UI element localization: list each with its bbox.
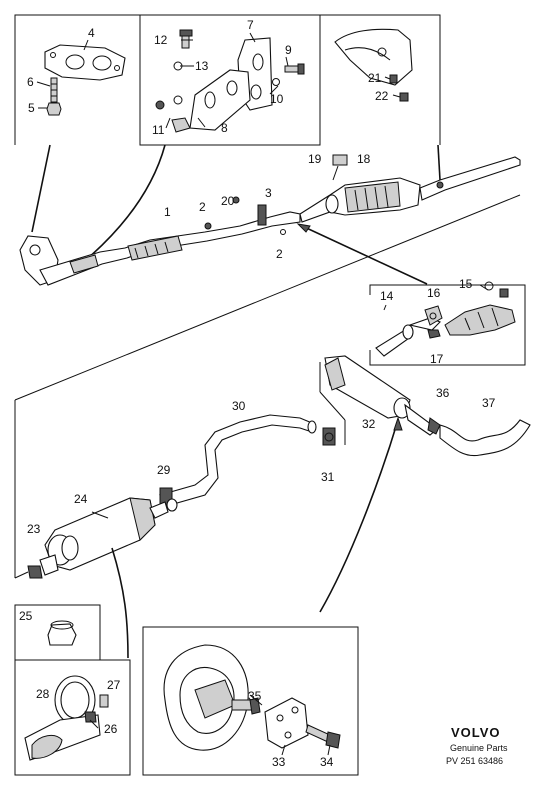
callout-9: 9 xyxy=(285,43,292,57)
callout-30: 30 xyxy=(232,399,246,413)
callout-1: 1 xyxy=(164,205,171,219)
callout-20: 20 xyxy=(221,194,235,208)
volvo-branding: VOLVO Genuine Parts PV 251 63486 xyxy=(446,725,508,766)
front-silencer xyxy=(14,497,169,579)
callout-10: 10 xyxy=(270,92,284,106)
callout-25: 25 xyxy=(19,609,33,623)
callout-28: 28 xyxy=(36,687,50,701)
lower-leaders xyxy=(111,416,403,659)
callout-12: 12 xyxy=(154,33,168,47)
callout-32: 32 xyxy=(362,417,376,431)
callout-27: 27 xyxy=(107,678,121,692)
brand-logo: VOLVO xyxy=(451,725,501,740)
diagram-reference: PV 251 63486 xyxy=(446,756,503,766)
callout-14: 14 xyxy=(380,289,394,303)
detail-panel-heatshield xyxy=(369,281,526,366)
callout-19: 19 xyxy=(308,152,322,166)
rear-silencer xyxy=(319,355,531,457)
callout-15: 15 xyxy=(459,277,473,291)
callout-24: 24 xyxy=(74,492,88,506)
callout-33: 33 xyxy=(272,755,286,769)
callout-11: 11 xyxy=(152,123,165,137)
callout-22: 22 xyxy=(375,89,389,103)
callout-26: 26 xyxy=(104,722,118,736)
callout-5: 5 xyxy=(28,101,35,115)
section-dividers xyxy=(14,194,521,578)
callout-36: 36 xyxy=(436,386,450,400)
callout-18: 18 xyxy=(357,152,371,166)
callout-6: 6 xyxy=(27,75,34,89)
callout-2: 2 xyxy=(199,200,206,214)
callout-37: 37 xyxy=(482,396,496,410)
detail-panel-hanger xyxy=(319,14,441,145)
part-callouts: 4 6 5 7 12 9 13 10 11 8 21 22 19 18 1 2 … xyxy=(19,18,496,769)
callout-8: 8 xyxy=(221,121,228,135)
callout-4: 4 xyxy=(88,26,95,40)
callout-17: 17 xyxy=(430,352,444,366)
leader-arrowhead xyxy=(296,223,311,233)
callout-21: 21 xyxy=(368,71,382,85)
detail-panel-rear-hanger xyxy=(142,626,359,776)
callout-23: 23 xyxy=(27,522,41,536)
brand-tagline: Genuine Parts xyxy=(450,743,508,753)
callout-13: 13 xyxy=(195,59,209,73)
detail-panel-clamp xyxy=(14,659,131,776)
detail-panel-rubber-mount xyxy=(14,604,101,660)
callout-7: 7 xyxy=(247,18,254,32)
catalytic-converter xyxy=(299,154,521,223)
callout-3: 3 xyxy=(265,186,272,200)
callout-31: 31 xyxy=(321,470,335,484)
callout-2b: 2 xyxy=(276,247,283,261)
callout-34: 34 xyxy=(320,755,334,769)
callout-29: 29 xyxy=(157,463,171,477)
heatshield-leader xyxy=(299,224,428,285)
intermediate-pipe xyxy=(158,414,336,512)
callout-16: 16 xyxy=(427,286,441,300)
callout-35: 35 xyxy=(248,689,262,703)
detail-panel-gasket xyxy=(14,14,141,145)
front-exhaust-pipe xyxy=(19,196,301,286)
